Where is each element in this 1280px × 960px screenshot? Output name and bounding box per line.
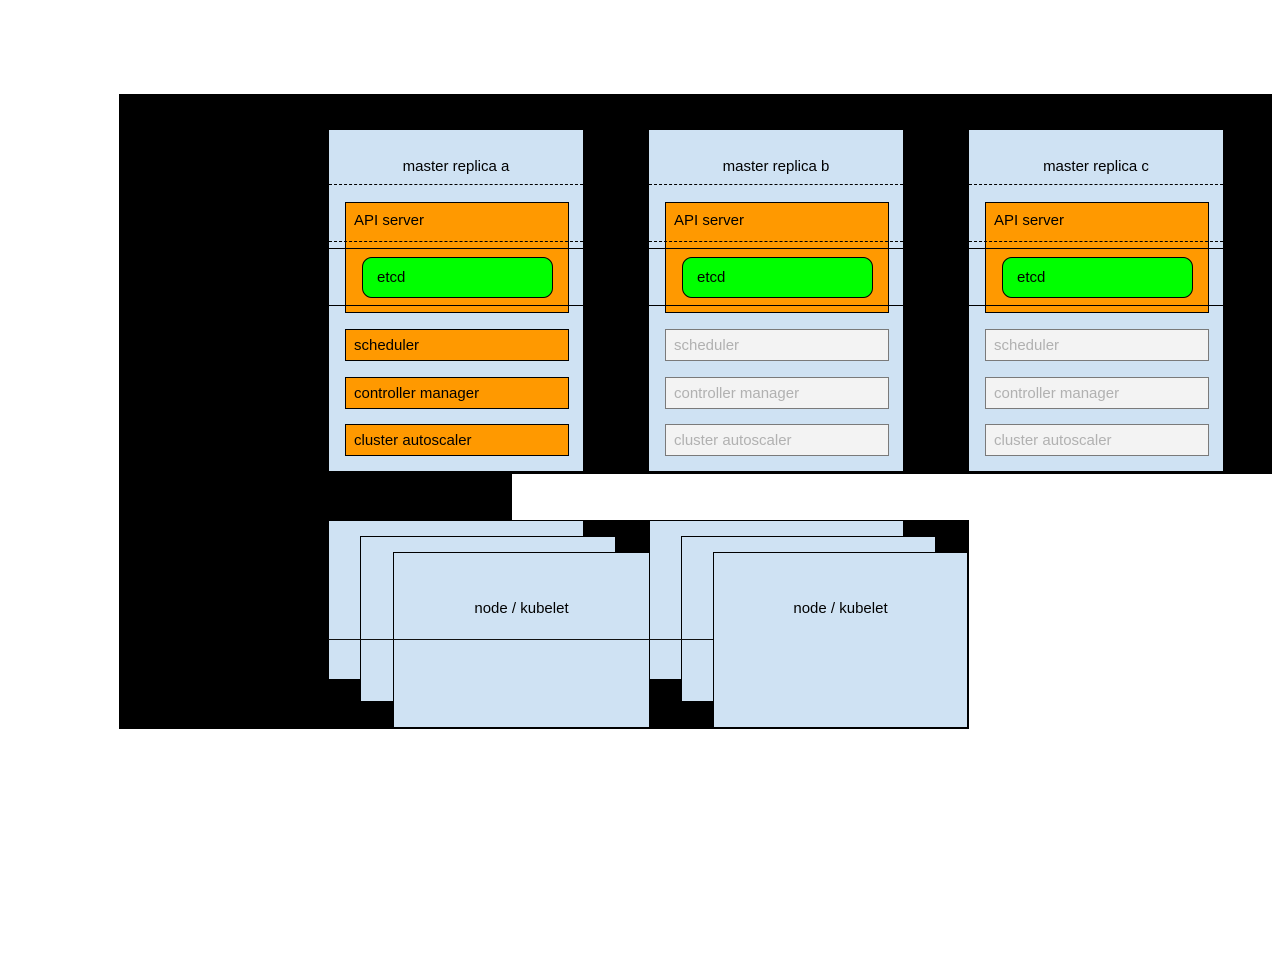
etcd-box: etcd <box>682 257 873 298</box>
divider-solid <box>329 248 583 249</box>
scheduler-box-inactive: scheduler <box>985 329 1209 361</box>
cluster-autoscaler-box-inactive: cluster autoscaler <box>985 424 1209 456</box>
master-replica-b-title: master replica b <box>722 158 830 175</box>
scheduler-box: scheduler <box>345 329 569 361</box>
node-kubelet-label: node / kubelet <box>793 599 888 617</box>
node-kubelet-box: node / kubelet <box>713 552 968 728</box>
divider-dashed <box>649 241 903 242</box>
controller-manager-box: controller manager <box>345 377 569 409</box>
scheduler-box-inactive: scheduler <box>665 329 889 361</box>
master-replica-a-title: master replica a <box>402 158 510 175</box>
divider-dashed <box>969 241 1223 242</box>
divider-solid <box>329 305 583 306</box>
master-replica-c-title: master replica c <box>1043 158 1149 175</box>
node-kubelet-label: node / kubelet <box>474 599 569 617</box>
node-kubelet-box: node / kubelet <box>393 552 650 728</box>
etcd-box: etcd <box>1002 257 1193 298</box>
master-replica-b-box: master replica b API server etcd schedul… <box>648 129 904 472</box>
divider-solid <box>649 305 903 306</box>
controller-manager-box-inactive: controller manager <box>985 377 1209 409</box>
divider-dashed <box>969 184 1223 185</box>
divider-dashed <box>329 184 583 185</box>
cluster-autoscaler-box: cluster autoscaler <box>345 424 569 456</box>
divider-solid <box>969 248 1223 249</box>
api-server-label: API server <box>674 212 745 229</box>
master-replica-c-box: master replica c API server etcd schedul… <box>968 129 1224 472</box>
node-divider-line <box>328 639 650 640</box>
etcd-box: etcd <box>362 257 553 298</box>
api-server-label: API server <box>994 212 1065 229</box>
api-server-label: API server <box>354 212 425 229</box>
divider-solid <box>649 248 903 249</box>
cluster-autoscaler-box-inactive: cluster autoscaler <box>665 424 889 456</box>
controller-manager-box-inactive: controller manager <box>665 377 889 409</box>
divider-dashed <box>649 184 903 185</box>
divider-dashed <box>329 241 583 242</box>
node-divider-line <box>649 639 713 640</box>
divider-solid <box>969 305 1223 306</box>
master-replica-a-box: master replica a API server etcd schedul… <box>328 129 584 472</box>
